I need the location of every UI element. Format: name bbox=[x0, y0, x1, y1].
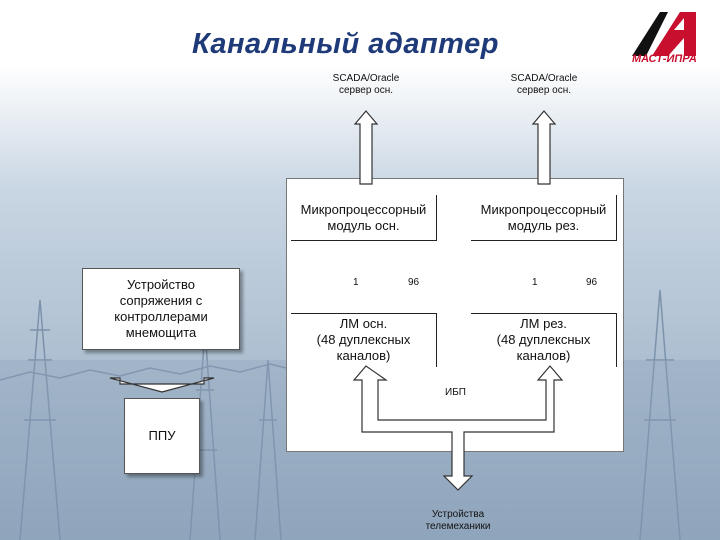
arrow-up-right bbox=[533, 111, 555, 184]
arrow-up-left bbox=[355, 111, 377, 184]
arrow-lm-to-telemechanics bbox=[354, 366, 562, 490]
arrow-interface-to-ppu bbox=[110, 378, 214, 392]
